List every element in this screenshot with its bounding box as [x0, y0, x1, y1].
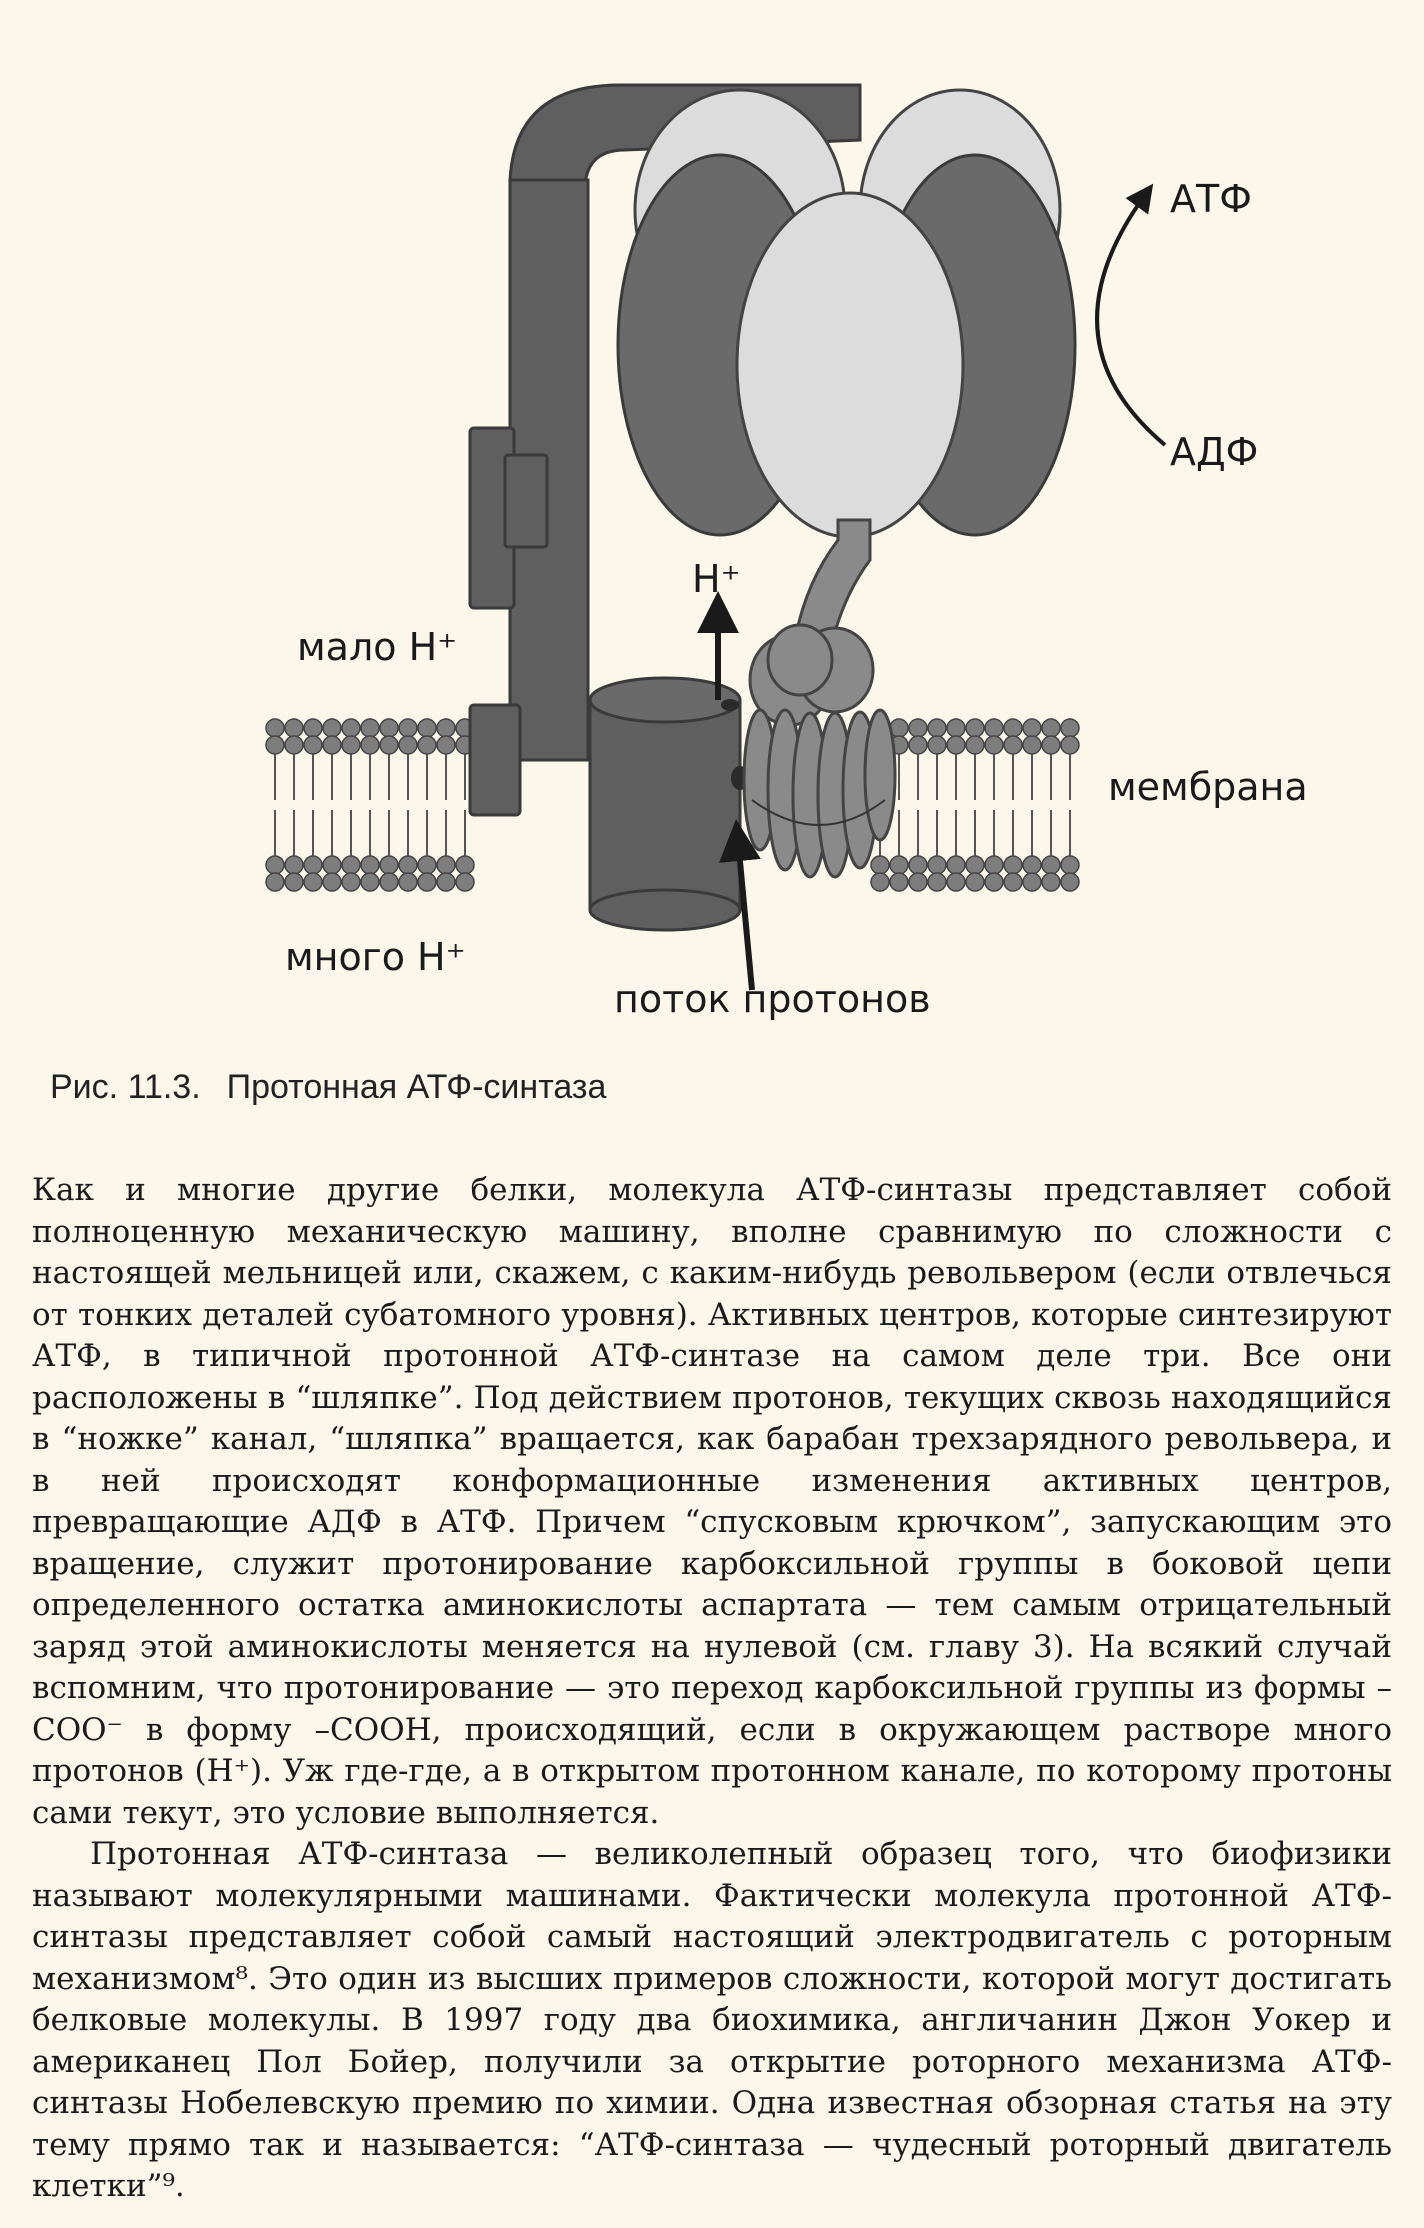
adp-to-atp-arrow — [1095, 183, 1167, 447]
label-membrane: мембрана — [1108, 765, 1308, 809]
figure-caption: Рис. 11.3. Протонная АТФ-синтаза — [50, 1068, 606, 1107]
label-high-h: много H⁺ — [285, 935, 466, 979]
paragraph-2: Протонная АТФ-синтаза — великолепный обр… — [32, 1836, 1392, 2204]
stator-cylinder — [588, 676, 749, 932]
paragraph-1: Как и многие другие белки, молекула АТФ-… — [32, 1172, 1392, 1831]
proton-flow-arrow — [719, 819, 761, 991]
c-ring-rotor — [742, 623, 897, 879]
atp-synthase-diagram: АТФ АДФ H⁺ мало H⁺ мембрана много H⁺ пот… — [265, 83, 1308, 1021]
body-text: Как и многие другие белки, молекула АТФ-… — [32, 1170, 1392, 2208]
label-adp: АДФ — [1170, 430, 1258, 474]
label-h-plus: H⁺ — [692, 557, 741, 601]
figure-title: Протонная АТФ-синтаза — [226, 1068, 607, 1106]
figure-number: Рис. 11.3. — [50, 1068, 201, 1106]
label-low-h: мало H⁺ — [297, 625, 457, 669]
label-proton-flow: поток протонов — [614, 977, 931, 1021]
label-atp: АТФ — [1170, 177, 1252, 221]
f1-head — [616, 88, 1077, 539]
